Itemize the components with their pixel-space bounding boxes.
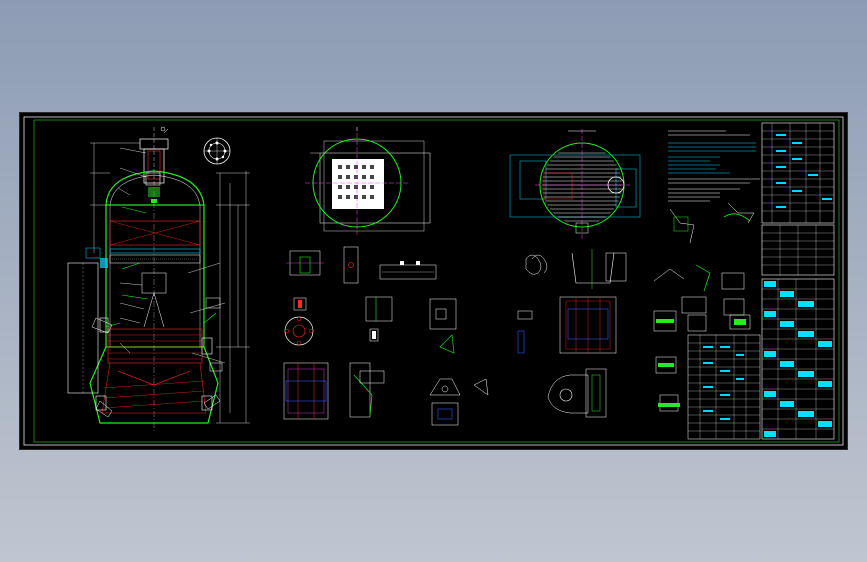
inner-frame [33, 119, 840, 443]
nozzle-table [687, 334, 761, 440]
drawing-sheet [20, 113, 847, 449]
title-block [761, 122, 835, 440]
plan-view-a [305, 127, 431, 235]
outer-frame [23, 116, 844, 446]
nozzle-orientation [203, 137, 231, 165]
cad-drawing [23, 116, 844, 446]
detail-row [283, 202, 755, 426]
vessel-elevation [67, 126, 250, 433]
technical-notes [668, 130, 760, 202]
plan-view-b [509, 129, 641, 241]
